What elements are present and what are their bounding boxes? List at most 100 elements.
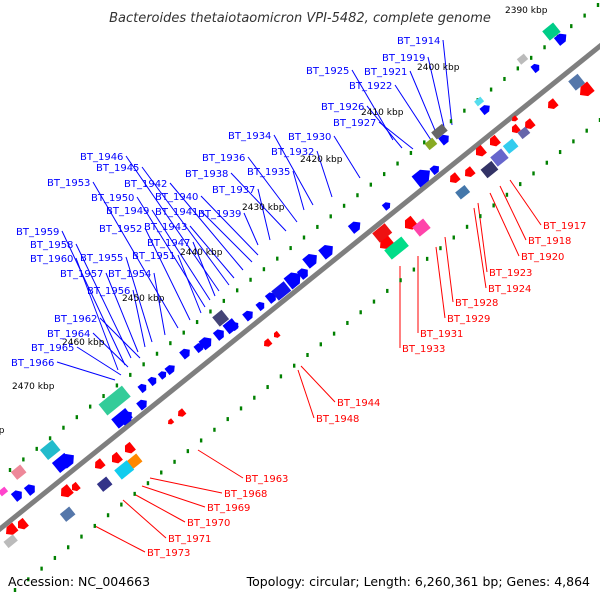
plus-strand-gene [111,408,133,429]
inner-tick-dot [465,224,469,229]
plus-gene-label: BT_1922 [349,81,392,92]
plus-strand-gene [283,272,301,290]
outer-tick-dot [423,140,426,145]
inner-tick-dot [598,118,600,122]
plus-strand-gene [147,376,157,387]
minus-gene-label: BT_1928 [455,298,498,309]
scale-tick-label: 2460 kbp [62,338,105,348]
outer-tick-dot [62,425,65,430]
minus-label-leader [473,207,487,289]
plus-label-leader [243,212,259,246]
inner-tick-dot [160,470,163,475]
minus-strand-gene [264,338,273,347]
minus-strand-gene [61,484,74,498]
plus-label-leader [61,230,126,366]
genome-backbone [0,42,600,533]
minus-label-leader [300,365,336,403]
plus-label-leader [273,134,314,206]
outer-tick-dot [75,415,79,420]
outer-tick-dot [302,235,306,240]
inner-tick-dot [346,320,349,325]
outer-tick-dot [235,288,239,293]
minus-strand-gene [372,223,393,243]
outer-tick-dot [356,193,359,198]
plus-strand-gene [530,63,540,74]
minus-label-leader [141,485,206,508]
outer-tick-dot [529,55,533,60]
plus-label-leader [105,272,139,353]
minus-gene-label: BT_1948 [316,414,359,425]
inner-tick-dot [558,150,562,155]
outer-tick-dot [88,404,92,409]
minus-gene-label: BT_1973 [147,548,190,559]
plus-strand-gene [136,399,147,411]
inner-tick-dot [572,139,575,144]
plus-gene-label: BT_1945 [96,163,139,174]
plus-gene-label: BT_1921 [364,67,407,78]
plus-gene-label: BT_1956 [87,286,130,297]
outer-tick-dot [289,246,292,251]
plus-strand-gene [10,490,22,502]
minus-gene-label: BT_1929 [447,314,490,325]
outer-tick-dot [276,256,279,261]
plus-strand-gene [193,343,204,354]
minus-gene-label: BT_1924 [488,284,531,295]
plus-gene-label: BT_1914 [397,36,440,47]
plus-gene-label: BT_1959 [16,227,59,238]
minus-strand-gene [512,115,519,122]
inner-tick-dot [173,459,176,464]
plus-gene-label: BT_1941 [155,207,198,218]
plus-gene-label: BT_1932 [271,147,314,158]
inner-tick-dot [120,502,123,507]
minus-gene-label: BT_1931 [420,329,463,340]
plus-strand-gene [411,169,430,188]
outer-tick-dot [583,13,586,18]
outer-tick-dot [570,24,573,29]
plus-label-leader [75,257,119,371]
minus-strand-gene [490,148,509,167]
outer-tick-dot [115,383,119,388]
minus-strand-gene [465,166,476,177]
minus-strand-gene [111,451,123,464]
inner-tick-dot [93,523,96,528]
plus-label-leader [75,243,132,359]
plus-strand-gene [302,254,317,269]
outer-tick-dot [182,330,185,335]
minus-strand-gene [489,134,501,147]
scale-tick-label: 2470 kbp [12,382,55,392]
plus-strand-gene [222,318,239,335]
minus-gene-label: BT_1971 [168,534,211,545]
minus-strand-gene [273,330,281,338]
plus-label-leader [192,241,216,297]
plus-label-leader [200,195,259,256]
plus-gene-label: BT_1964 [47,329,90,340]
inner-tick-dot [452,235,455,240]
plus-gene-label: BT_1955 [80,253,123,264]
plus-strand-gene [137,383,147,394]
outer-tick-dot [142,362,145,367]
minus-strand-gene [384,236,409,260]
plus-strand-gene [431,123,448,140]
minus-gene-label: BT_1917 [543,221,586,232]
inner-tick-dot [27,577,30,582]
inner-tick-dot [412,267,416,272]
gene-features [0,22,595,549]
plus-strand-gene [255,301,265,312]
plus-label-leader [333,135,361,179]
inner-tick-dot [133,491,136,496]
plus-strand-gene [516,53,529,65]
plus-strand-gene [271,281,292,301]
outer-tick-dot [329,214,332,219]
plus-strand-gene [23,484,35,496]
plus-gene-label: BT_1953 [47,178,90,189]
plus-gene-label: BT_1952 [99,224,142,235]
plus-gene-label: BT_1950 [91,193,134,204]
minus-strand-gene [480,160,499,179]
plus-strand-gene [424,137,438,151]
genome-summary-text: Topology: circular; Length: 6,260,361 bp… [246,574,590,589]
plus-gene-label: BT_1957 [60,269,103,280]
inner-tick-dot [40,566,43,571]
scale-tick-label: 2390 kbp [505,6,548,16]
plus-gene-label: BT_1940 [155,192,198,203]
plus-strand-gene [318,245,333,260]
